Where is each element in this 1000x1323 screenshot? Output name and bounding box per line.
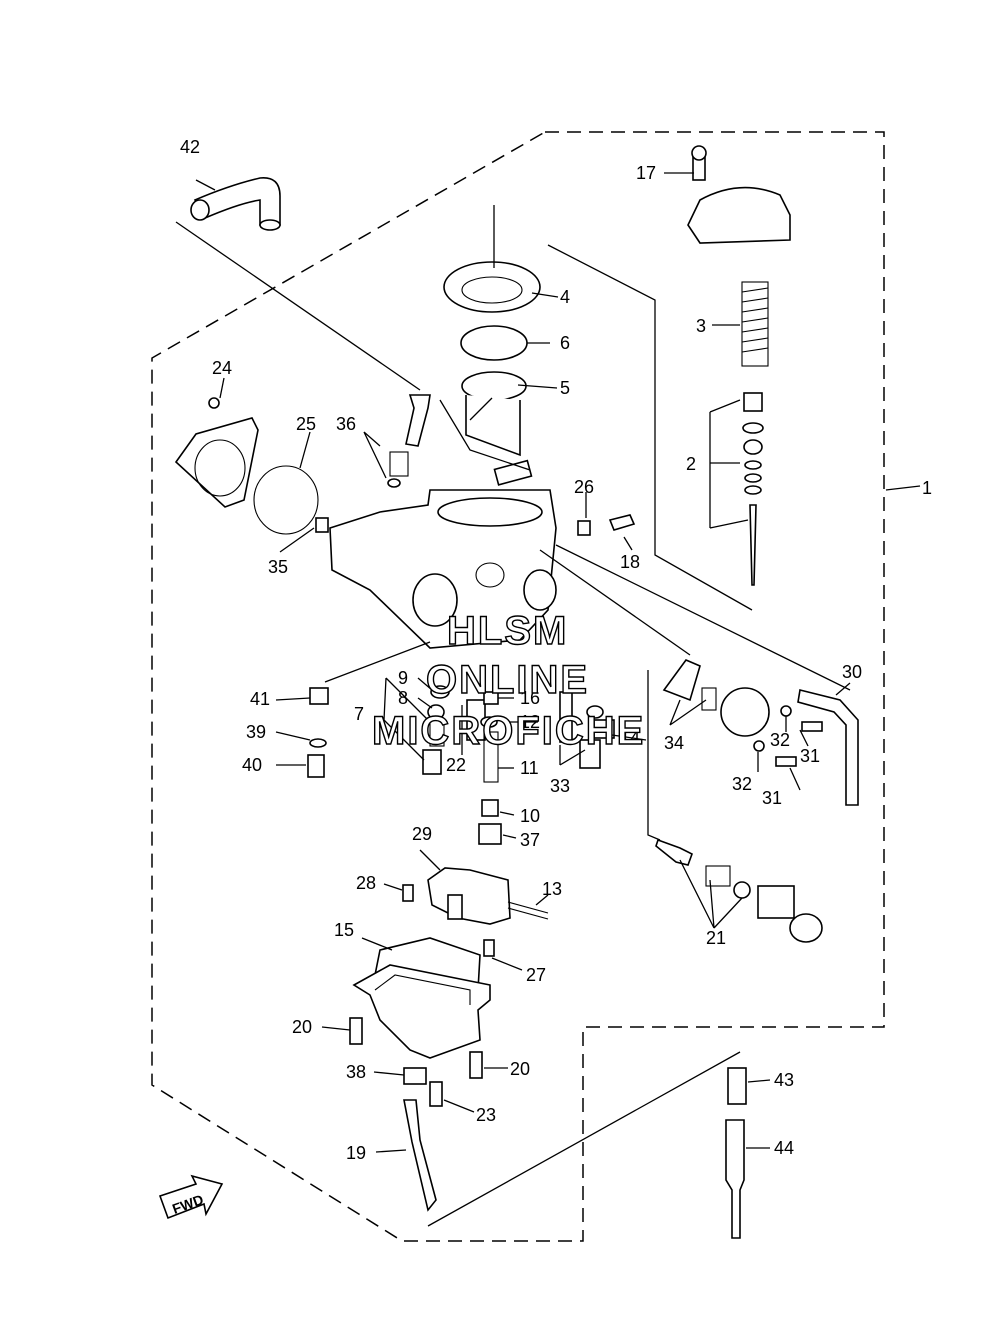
label-38: 38 [346, 1062, 366, 1082]
label-3: 3 [696, 316, 706, 336]
part-26-nut [577, 520, 591, 536]
label-14: 14 [620, 728, 640, 748]
part-44-tube [725, 1119, 745, 1239]
label-6: 6 [560, 333, 570, 353]
part-42-hose [190, 177, 281, 231]
part-18-screw [608, 514, 636, 531]
label-44: 44 [774, 1138, 794, 1158]
label-42: 42 [180, 137, 200, 157]
label-30: 30 [842, 662, 862, 682]
label-32a: 32 [770, 730, 790, 750]
part-5-piston [461, 371, 527, 457]
part-24-intake-plate [174, 417, 259, 508]
label-12: 12 [520, 712, 540, 732]
label-11: 11 [520, 758, 539, 778]
part-32-washer-b [753, 740, 765, 752]
label-13: 13 [542, 879, 562, 899]
label-10: 10 [520, 806, 540, 826]
part-20-screw-a [349, 1017, 363, 1045]
label-20a: 20 [292, 1017, 312, 1037]
part-3-spring [741, 281, 769, 367]
label-40: 40 [242, 755, 262, 775]
fwd-arrow-icon: FWD [158, 1174, 224, 1220]
watermark-line-1: HLSM [447, 609, 568, 653]
label-5: 5 [560, 378, 570, 398]
part-19-drain-hose [403, 1099, 437, 1212]
assembly-boundary [151, 131, 885, 1242]
label-37: 37 [520, 830, 540, 850]
label-18: 18 [620, 552, 640, 572]
label-28: 28 [356, 873, 376, 893]
part-17-top-cover [687, 145, 791, 244]
part-23-drain-screw [429, 1081, 443, 1107]
part-29-float [427, 867, 511, 925]
part-25-o-ring [253, 465, 319, 535]
label-22: 22 [446, 755, 466, 775]
label-36: 36 [336, 414, 356, 434]
label-24: 24 [212, 358, 232, 378]
part-36-pilot-screw [387, 394, 431, 488]
label-25: 25 [296, 414, 316, 434]
label-27: 27 [526, 965, 546, 985]
part-35-plug [315, 517, 329, 533]
label-31a: 31 [800, 746, 820, 766]
part-27-screw [483, 939, 495, 957]
leader-lines [175, 172, 921, 1227]
label-34: 34 [664, 733, 684, 753]
label-39: 39 [246, 722, 266, 742]
label-33: 33 [550, 776, 570, 796]
watermark-line-3: MICROFICHE [372, 709, 645, 753]
label-26: 26 [574, 477, 594, 497]
label-7: 7 [354, 704, 364, 724]
label-21: 21 [706, 928, 726, 948]
part-30-hose [797, 689, 859, 806]
label-41: 41 [250, 689, 270, 709]
label-19: 19 [346, 1143, 366, 1163]
label-29: 29 [412, 824, 432, 844]
label-17: 17 [636, 163, 656, 183]
part-2-needle-set [742, 392, 764, 586]
label-8: 8 [398, 688, 408, 708]
part-31-screw-b [775, 756, 797, 767]
part-28-screw [402, 884, 414, 902]
label-32b: 32 [732, 774, 752, 794]
label-31b: 31 [762, 788, 782, 808]
part-float-bowl [352, 964, 491, 1059]
label-4: 4 [560, 287, 570, 307]
part-31-screw-a [801, 721, 823, 732]
part-13-pin [507, 901, 549, 920]
label-1: 1 [922, 478, 932, 498]
lower-jet-parts [307, 685, 615, 845]
part-number-labels: 1 2 3 4 5 6 7 8 9 10 11 12 13 14 15 16 1… [180, 137, 932, 1163]
watermark-line-2: ONLINE [426, 658, 589, 702]
part-32-washer-a [780, 705, 792, 717]
watermark: HLSM ONLINE MICROFICHE [371, 608, 645, 753]
label-9: 9 [398, 668, 408, 688]
part-6-ring [460, 325, 528, 361]
part-21-starter-assembly [655, 838, 823, 943]
part-34-diaphragm-cover [662, 659, 770, 737]
part-43-fitting [727, 1067, 747, 1105]
label-20b: 20 [510, 1059, 530, 1079]
label-23: 23 [476, 1105, 496, 1125]
carburetor-body [329, 459, 557, 649]
label-15: 15 [334, 920, 354, 940]
label-16: 16 [520, 688, 540, 708]
label-2: 2 [686, 454, 696, 474]
part-4-diaphragm [443, 261, 541, 313]
label-43: 43 [774, 1070, 794, 1090]
label-35: 35 [268, 557, 288, 577]
part-38-clamp [403, 1067, 427, 1085]
part-20-screw-b [469, 1051, 483, 1079]
